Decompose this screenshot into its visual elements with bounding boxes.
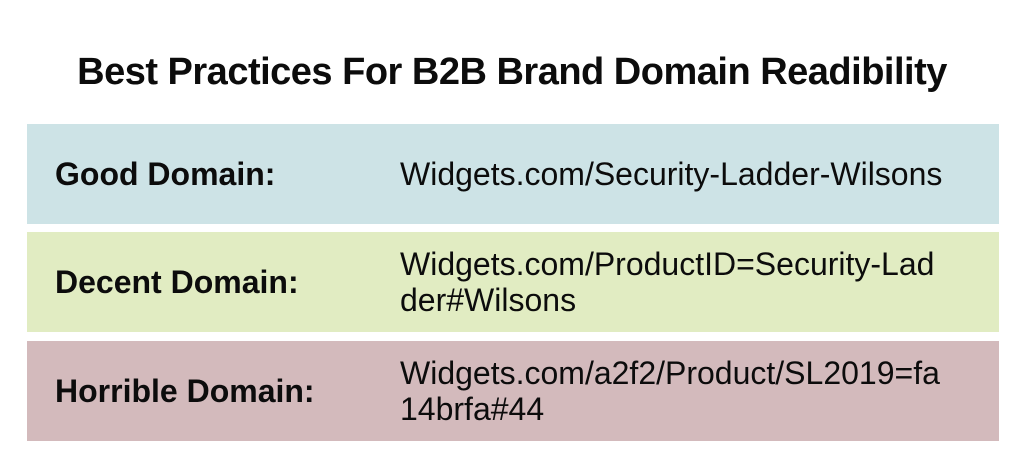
domain-url: Widgets.com/a2f2/Product/SL2019=fa 14brf… xyxy=(400,355,999,427)
domain-row-decent: Decent Domain: Widgets.com/ProductID=Sec… xyxy=(27,232,999,332)
domain-quality-label: Decent Domain: xyxy=(55,263,299,300)
domain-row-horrible: Horrible Domain: Widgets.com/a2f2/Produc… xyxy=(27,341,999,441)
domain-url-line: Widgets.com/ProductID=Security-Lad xyxy=(400,246,935,282)
domain-url: Widgets.com/ProductID=Security-Lad der#W… xyxy=(400,246,999,318)
page-title: Best Practices For B2B Brand Domain Read… xyxy=(77,51,947,94)
domain-url: Widgets.com/Security-Ladder-Wilsons xyxy=(400,156,999,192)
domain-row-good: Good Domain: Widgets.com/Security-Ladder… xyxy=(27,124,999,224)
domain-url-line: der#Wilsons xyxy=(400,282,577,318)
domain-quality-label: Good Domain: xyxy=(55,155,276,192)
domain-url-line: Widgets.com/a2f2/Product/SL2019=fa xyxy=(400,355,940,391)
domain-url-line: 14brfa#44 xyxy=(400,391,545,427)
domain-quality-label: Horrible Domain: xyxy=(55,372,315,409)
domain-url-line: Widgets.com/Security-Ladder-Wilsons xyxy=(400,156,943,192)
